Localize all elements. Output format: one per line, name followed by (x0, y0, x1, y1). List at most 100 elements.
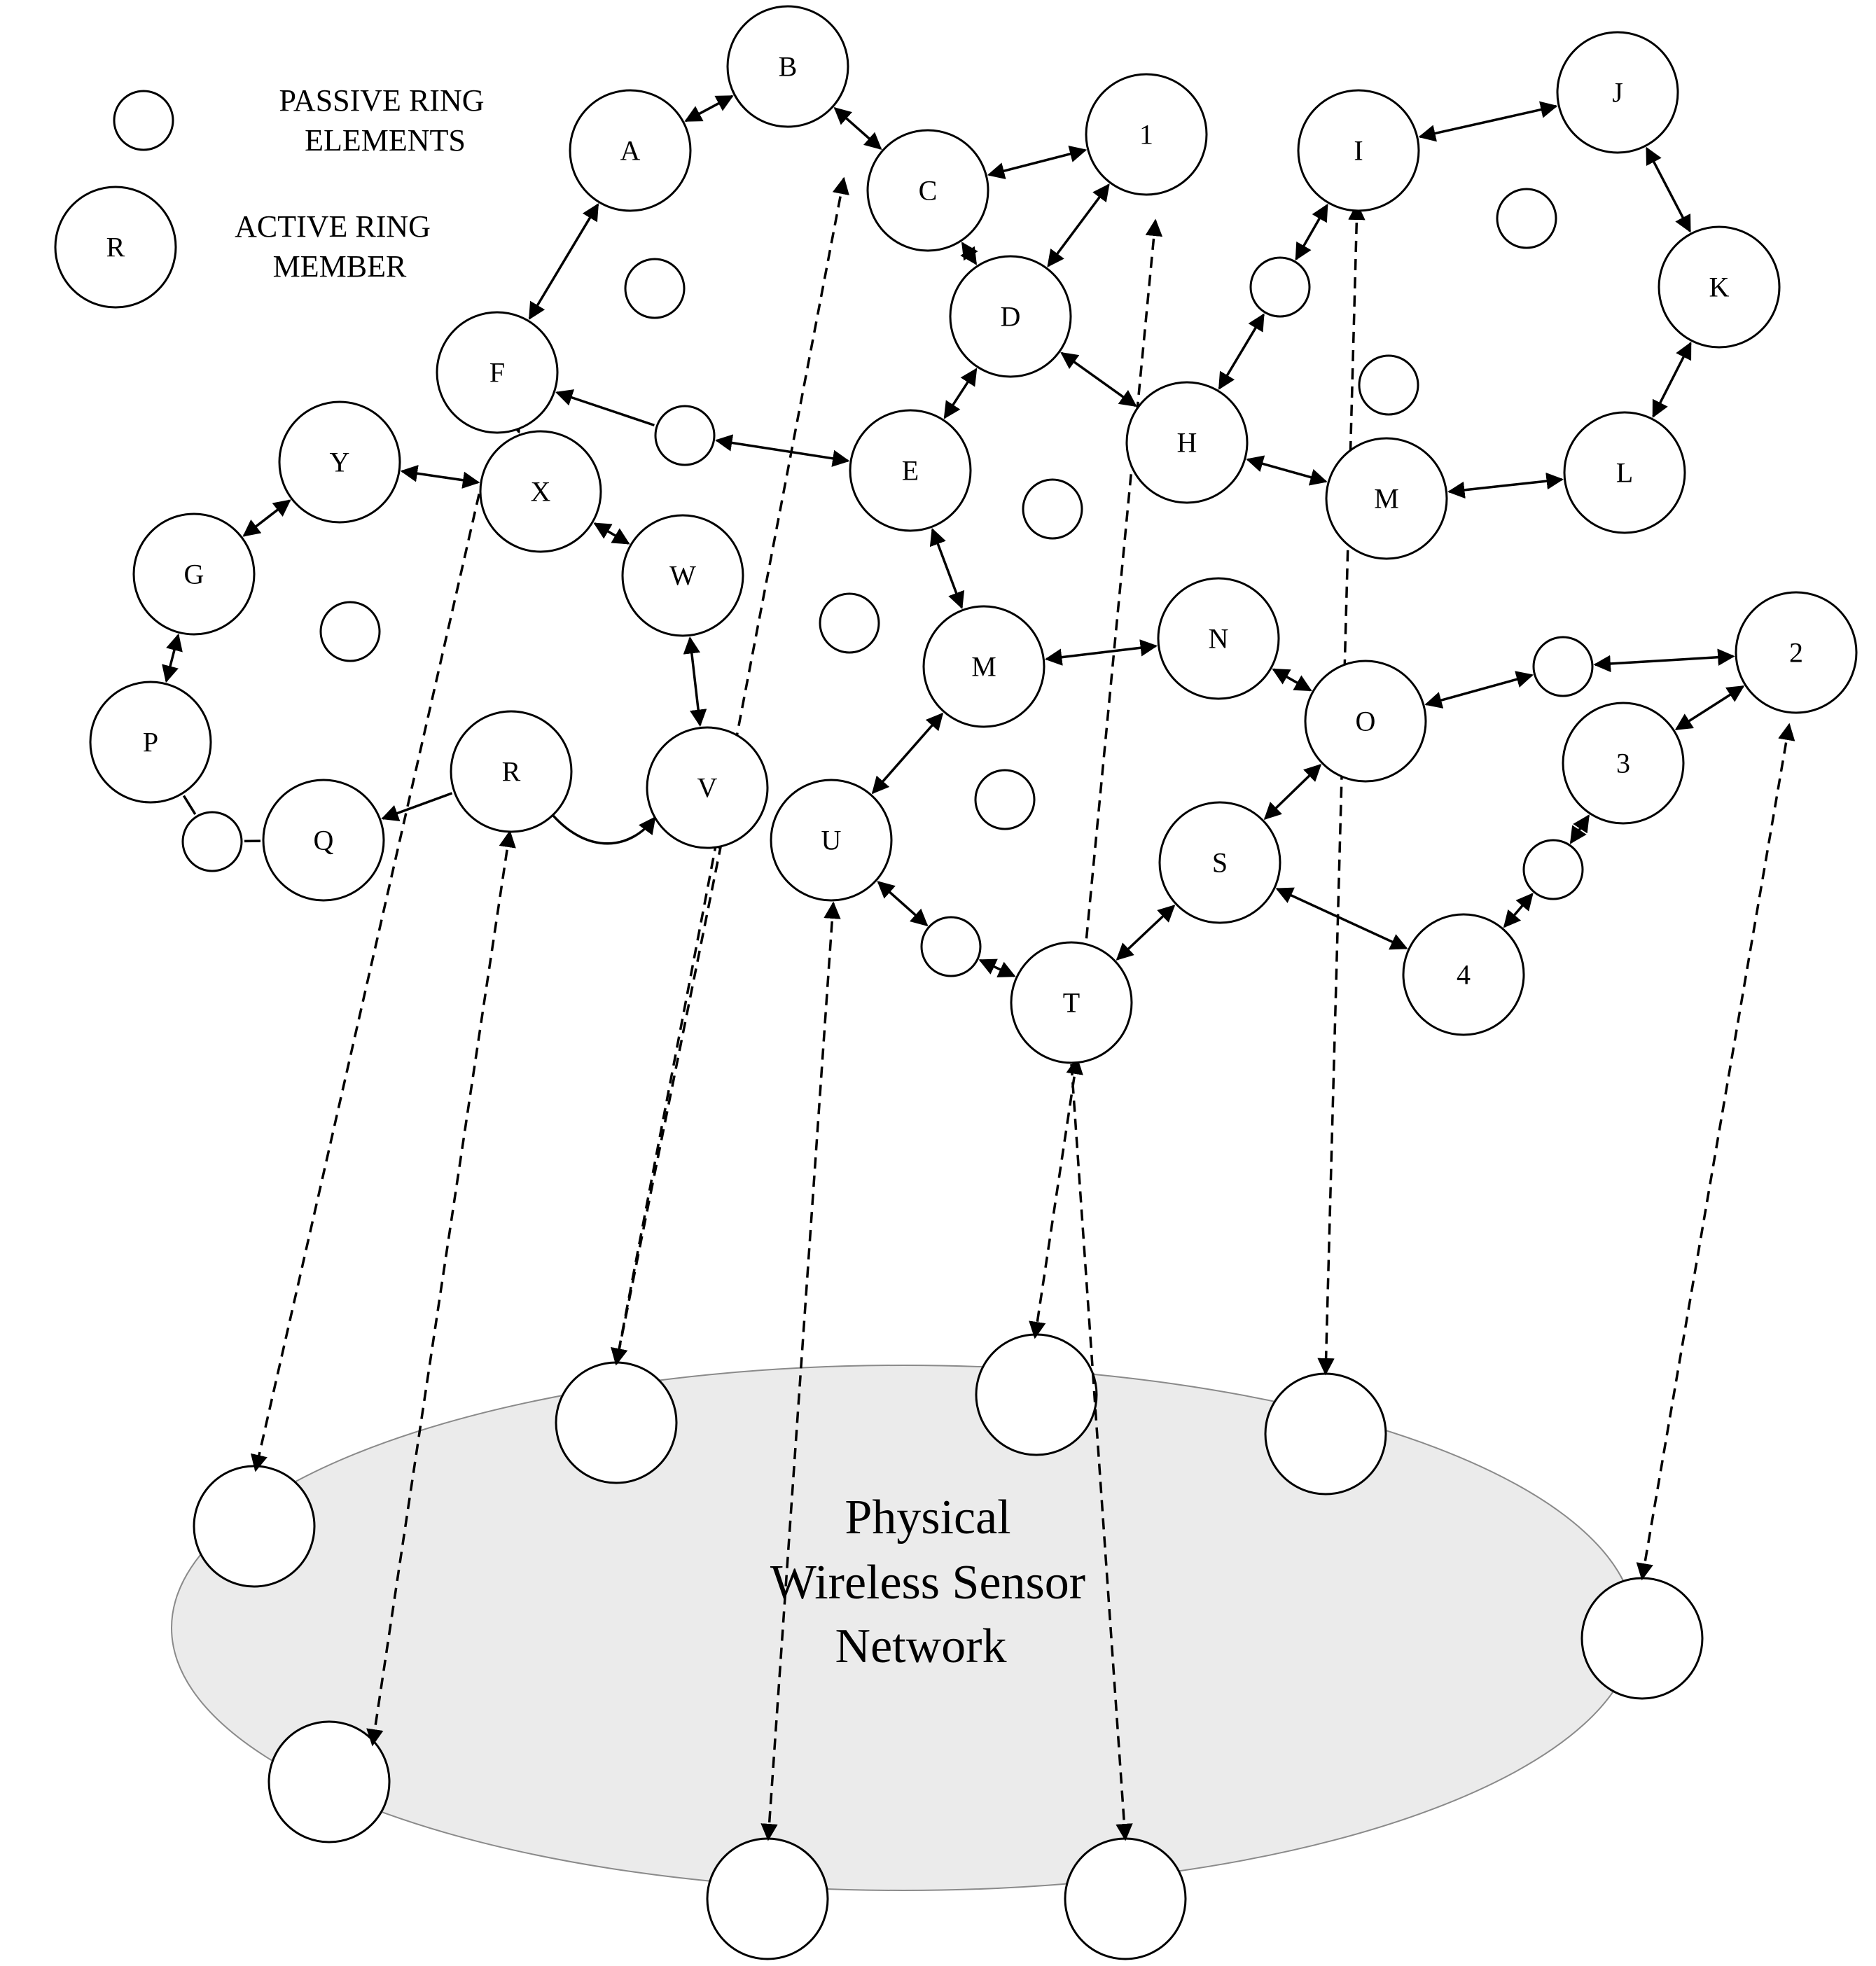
active-node-J: J (1556, 31, 1679, 154)
network-label-line1: Physical (845, 1491, 1010, 1545)
active-node-circle (1562, 702, 1685, 825)
active-node-F: F (436, 311, 559, 434)
active-node-label: Y (330, 447, 350, 478)
active-node-label: E (902, 455, 919, 487)
active-node-label: 2 (1789, 637, 1803, 669)
active-node-L: L (1563, 411, 1686, 534)
active-node-circle (569, 89, 692, 212)
active-node-D: D (949, 255, 1072, 378)
active-node-4: 4 (1402, 913, 1525, 1036)
active-node-P: P (89, 681, 212, 804)
mapping-link-V (611, 843, 723, 1366)
active-node-label: X (531, 476, 551, 508)
active-node-circle (621, 514, 744, 637)
active-node-circle (278, 400, 401, 524)
ring-link-Y-X (400, 465, 480, 489)
active-node-2: 2 (1735, 591, 1858, 714)
mapping-link-7 (1029, 1057, 1083, 1339)
active-node-label: U (821, 825, 842, 856)
active-node-A: A (569, 89, 692, 212)
active-node-circle (866, 129, 989, 252)
legend: PASSIVE RING ELEMENTS R ACTIVE RING MEMB… (54, 83, 485, 309)
ring-link-D-H (1060, 351, 1137, 407)
active-node-label: M (1374, 483, 1399, 515)
active-node-M1: M (1325, 437, 1448, 560)
ring-link-S-T (1116, 905, 1176, 961)
ring-link-I-J (1418, 101, 1558, 142)
mapping-link-5 (366, 830, 516, 1747)
ring-link-N-O (1272, 668, 1312, 692)
active-node-circle (1304, 660, 1427, 783)
active-node-circle (849, 409, 972, 532)
ring-link-p11-3 (1569, 814, 1590, 844)
mapping-link-6 (760, 901, 841, 1841)
mapping-link-3 (1317, 202, 1366, 1376)
legend-passive-symbol (113, 90, 174, 151)
passive-ring-element (819, 592, 880, 654)
active-node-circle (1402, 913, 1525, 1036)
ring-link-X-W (593, 522, 630, 545)
ring-link-F-p2 (555, 389, 655, 427)
active-node-G: G (132, 513, 256, 636)
active-node-S: S (1158, 801, 1281, 924)
ring-link-p12-T (978, 958, 1016, 977)
active-node-circle (436, 311, 559, 434)
active-node-label: O (1356, 706, 1376, 737)
passive-ring-element (319, 601, 381, 662)
ring-link-J-K (1646, 146, 1691, 233)
active-node-circle (1157, 577, 1280, 700)
ring-link-1-D (1047, 183, 1110, 267)
active-node-W: W (621, 514, 744, 637)
active-node-label: L (1616, 457, 1633, 489)
legend-passive-line2: ELEMENTS (305, 123, 466, 158)
active-node-circle (1325, 437, 1448, 560)
ring-link-A-F (528, 203, 599, 320)
ring-link-B-C (833, 107, 882, 150)
active-node-label: S (1212, 847, 1228, 879)
ring-link-p10-2 (1593, 648, 1735, 673)
ring-link-4-p11 (1503, 893, 1534, 928)
active-node-circle (1563, 411, 1686, 534)
ring-link-L-M1 (1447, 472, 1564, 499)
active-node-label: D (1001, 301, 1021, 333)
ring-link-Y-G (242, 499, 291, 537)
passive-ring-element (1249, 256, 1311, 318)
physical-sensor-node (1064, 1837, 1187, 1960)
legend-active-symbol-label: R (106, 232, 125, 263)
mapping-links (250, 176, 1795, 1841)
active-node-1: 1 (1085, 73, 1208, 196)
active-node-V: V (646, 726, 769, 849)
active-node-label: B (779, 51, 798, 83)
ring-link-E-M2 (929, 527, 965, 610)
active-node-label: 4 (1457, 959, 1471, 991)
ring-link-R-Q (381, 792, 453, 822)
active-node-label: N (1209, 623, 1229, 655)
active-node-U: U (770, 779, 893, 902)
active-node-circle (1735, 591, 1858, 714)
ring-link-C-D (960, 242, 978, 265)
ring-link-p2-E (715, 434, 850, 467)
passive-ring-element (1522, 839, 1584, 900)
active-node-K: K (1658, 225, 1781, 349)
active-node-circle (949, 255, 1072, 378)
ring-link-U-p12 (877, 881, 929, 927)
active-node-X: X (479, 430, 602, 553)
ring-link-O-S (1263, 763, 1322, 821)
passive-ring-element (624, 258, 686, 319)
ring-link-O-p10 (1424, 671, 1534, 709)
physical-sensor-node (193, 1465, 316, 1588)
active-node-label: 3 (1616, 748, 1630, 779)
active-node-label: A (620, 135, 641, 167)
active-node-B: B (726, 5, 849, 128)
active-node-label: I (1354, 135, 1363, 167)
passive-ring-element (1496, 188, 1557, 249)
active-node-label: K (1709, 272, 1730, 303)
passive-ring-element (1532, 636, 1594, 697)
ring-link-R-V (552, 814, 656, 845)
ring-link-G-P (162, 633, 183, 683)
network-label-line3: Network (835, 1619, 1007, 1673)
active-node-label: F (489, 357, 505, 389)
physical-sensor-nodes (193, 1333, 1704, 1960)
passive-ring-element (181, 811, 243, 872)
